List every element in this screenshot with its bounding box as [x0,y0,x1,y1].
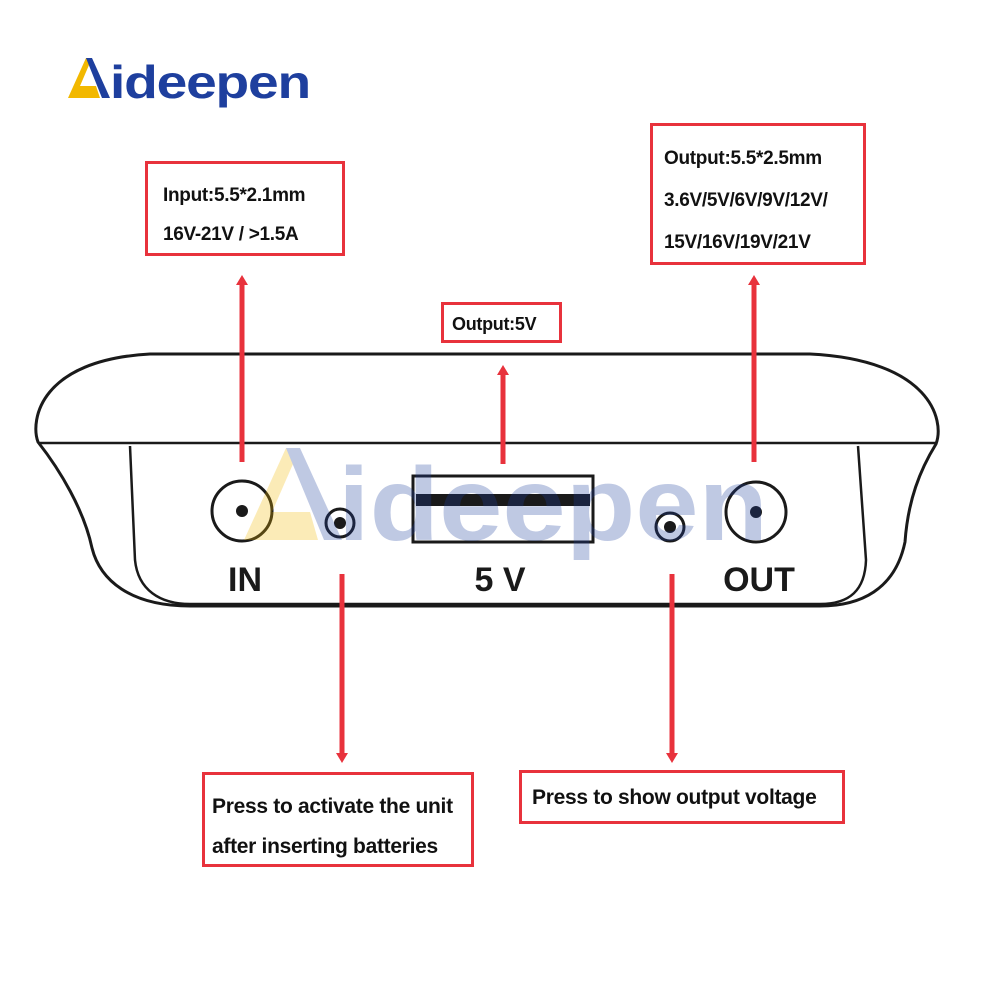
callout-input-spec: Input:5.5*2.1mm 16V-21V / >1.5A [145,161,345,256]
callout-activate-button: Press to activate the unit after inserti… [202,772,474,867]
device-face-panel [128,445,868,606]
usb-label: 5 V [474,561,525,599]
usb-port [411,474,595,544]
input-spec-line-1: Input:5.5*2.1mm [163,185,306,206]
callout-show-voltage: Press to show output voltage [519,770,845,824]
callout-usb-output: Output:5V [441,302,562,343]
brand-logo-image: ideepen [68,56,311,108]
input-spec-line-2: 16V-21V / >1.5A [163,224,299,245]
out-jack-pin [750,506,762,518]
out-label: OUT [723,561,795,599]
logo-a-yellow [68,58,100,98]
brand-logo: ideepen [66,50,316,110]
activate-line-1: Press to activate the unit [212,795,453,818]
in-label: IN [228,561,262,599]
logo-wordmark: ideepen [110,56,310,108]
in-jack-pin [236,505,248,517]
logo-a-blue [86,58,110,98]
usb-port-tongue [416,494,590,506]
output-spec-line-1: Output:5.5*2.5mm [664,148,822,169]
output-spec-line-3: 15V/16V/19V/21V [664,232,811,253]
usb-output-line-1: Output:5V [452,314,537,334]
show-voltage-line-1: Press to show output voltage [532,786,817,809]
activate-button-center [334,517,346,529]
show-voltage-button-center [664,521,676,533]
activate-line-2: after inserting batteries [212,835,438,858]
output-spec-line-2: 3.6V/5V/6V/9V/12V/ [664,190,828,211]
callout-output-spec: Output:5.5*2.5mm 3.6V/5V/6V/9V/12V/ 15V/… [650,123,866,265]
